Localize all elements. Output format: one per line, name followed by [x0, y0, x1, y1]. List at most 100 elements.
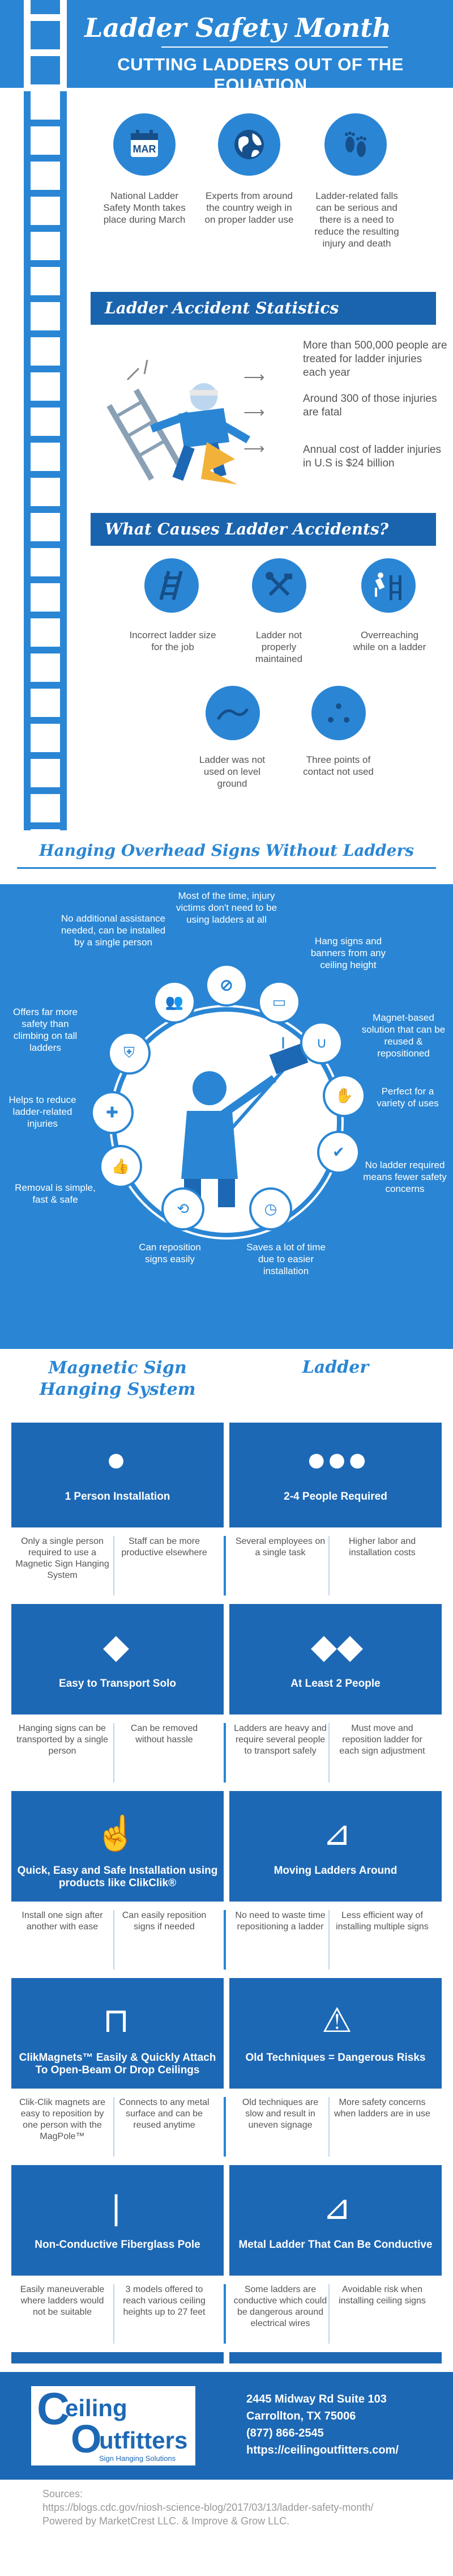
cause-circle-5 [311, 686, 366, 740]
overhead-icon-3: ▭ [263, 986, 295, 1018]
comparison-divider [224, 2097, 226, 2157]
comparison-right-point: Old techniques are slow and result in un… [242, 2098, 319, 2130]
ladder-rung [24, 14, 67, 21]
intro-circle-1: MAR [113, 113, 176, 176]
cause-circle-3 [361, 558, 416, 613]
source-credit: Powered by MarketCrest LLC. & Improve & … [42, 2515, 290, 2527]
comparison-divider [224, 1723, 226, 1783]
header-band [0, 0, 453, 88]
ladder-rung [24, 120, 67, 126]
header-title: Ladder Safety Month [84, 12, 391, 43]
people-carry-ladder-icon: ◆◆ [310, 1627, 364, 1665]
check-icon: ✔ [332, 1143, 345, 1161]
stat-1: More than 500,000 people are treated for… [303, 339, 447, 379]
header-title-underline [161, 46, 388, 48]
overhead-text-5: Perfect for a variety of uses [377, 1086, 439, 1109]
overhead-text-8: Can reposition signs easily [139, 1242, 201, 1264]
overhead-ribbon [17, 833, 436, 869]
overhead-text-1: No additional assistance needed, can be … [61, 913, 166, 948]
comparison-points-band [11, 1902, 442, 1978]
comparison-points-band [11, 1527, 442, 1604]
comparison-right-point: More safety concerns when ladders are in… [334, 2098, 430, 2119]
ladder-rung [24, 576, 67, 583]
comparison-points-band [11, 1714, 442, 1791]
footer-address-2: Carrollton, TX 75006 [246, 2410, 356, 2422]
ladder-rung [24, 787, 67, 794]
ladder-rung [24, 717, 67, 724]
ladder-rung [24, 752, 67, 759]
people-icon: 👥 [165, 993, 184, 1011]
stats-ribbon [91, 292, 436, 325]
comparison-left-point: Easily maneuverable where ladders would … [20, 2285, 105, 2317]
cause-text-5: Three points of contact not used [303, 754, 374, 777]
ladder-rung [24, 84, 67, 91]
comparison-right-point: Avoidable risk when installing ceiling s… [339, 2285, 426, 2306]
comparison-divider [224, 2284, 226, 2344]
ladder-rung [24, 647, 67, 653]
comparison-left-point: Can easily reposition signs if needed [122, 1911, 207, 1932]
ladder-rung [24, 225, 67, 232]
comparison-right-point: Some ladders are conductive which could … [233, 2285, 327, 2328]
comparison-left-point: Only a single person required to use a M… [15, 1537, 109, 1580]
stats-arrow-2: ⟶ [243, 404, 265, 421]
logo-letter-c: C [37, 2383, 70, 2434]
comparison-divider [113, 1536, 114, 1595]
overhead-icon-8: ⟲ [167, 1193, 199, 1225]
comparison-left-title: Easy to Transport Solo [59, 1678, 176, 1690]
footer-website-link[interactable]: https://ceilingoutfitters.com/ [246, 2444, 399, 2456]
calendar-label: MAR [133, 143, 156, 155]
comparison-left-point: 3 models offered to reach various ceilin… [123, 2285, 206, 2317]
stats-heading: Ladder Accident Statistics [105, 299, 339, 317]
comparison-left-title: Quick, Easy and Safe Installation using … [17, 1865, 218, 1889]
comparison-divider [328, 1723, 330, 1783]
pole-icon: | [112, 2188, 121, 2226]
falling-worker-illustration [106, 359, 250, 485]
overhead-text-9: Removal is simple, fast & safe [15, 1182, 96, 1205]
overhead-icon-4: ∪ [306, 1027, 337, 1059]
causes-ribbon [91, 513, 436, 546]
ladder-rung [24, 471, 67, 478]
header-subtitle: CUTTING LADDERS OUT OF THE EQUATION [117, 54, 404, 95]
comparison-divider [224, 1910, 226, 1970]
person-carry-icon: ◆ [102, 1627, 130, 1665]
ladder-rung [24, 822, 67, 829]
comparison-left-point: Staff can be more productive elsewhere [121, 1537, 207, 1558]
comparison-right-heading-box [229, 1349, 442, 1423]
logo-text-top: eiling [65, 2395, 127, 2421]
overhead-icon-6: ✔ [323, 1136, 354, 1168]
stat-3: Annual cost of ladder injuries in U.S is… [303, 444, 441, 469]
cause-circle-4 [206, 686, 260, 740]
comparison-right-title: At Least 2 People [290, 1678, 381, 1690]
overhead-icon-10: ✚ [96, 1097, 128, 1128]
overhead-icon-5: ✋ [328, 1080, 360, 1111]
cause-text-4: Ladder was not used on level ground [199, 754, 266, 789]
ladder-illustration [0, 0, 79, 884]
comparison-left-title: ClikMagnets™ Easily & Quickly Attach To … [19, 2052, 216, 2076]
footer-phone[interactable]: (877) 866-2545 [246, 2427, 324, 2439]
ladder-rung [24, 155, 67, 162]
comparison-left-point: Install one sign after another with ease [22, 1911, 103, 1932]
globe-icon [234, 130, 264, 159]
overhead-heading: Hanging Overhead Signs Without Ladders [39, 841, 414, 860]
source-link-1[interactable]: https://blogs.cdc.gov/niosh-science-blog… [42, 2502, 374, 2513]
comparison-divider [328, 1910, 330, 1970]
no-ladder-icon: ⊘ [220, 976, 233, 994]
thumbs-up-icon: 👍 [111, 1157, 130, 1175]
comparison-divider [224, 1536, 226, 1595]
ladder-rung [24, 436, 67, 443]
overhead-icon-1: 👥 [159, 986, 190, 1018]
cause-text-1: Incorrect ladder size for the job [129, 630, 216, 652]
comparison-points-band [11, 2089, 442, 2165]
comparison-right-point: Higher labor and installation costs [348, 1537, 416, 1558]
overhead-icon-11: ⛨ [113, 1037, 145, 1069]
comparison-divider [113, 1910, 114, 1970]
overhead-text-10: Helps to reduce ladder-related injuries [8, 1094, 76, 1129]
overhead-text-7: Saves a lot of time due to easier instal… [246, 1242, 326, 1276]
comparison-bg [0, 1340, 453, 1349]
overhead-text-4: Magnet-based solution that can be reused… [361, 1012, 446, 1059]
metal-ladder-icon: ⊿ [322, 2188, 352, 2226]
overhead-icon-2: ⊘ [211, 969, 242, 1001]
causes-heading: What Causes Ladder Accidents? [105, 520, 389, 538]
ladder-rung [24, 330, 67, 337]
magnet-icon: ∪ [316, 1034, 327, 1051]
